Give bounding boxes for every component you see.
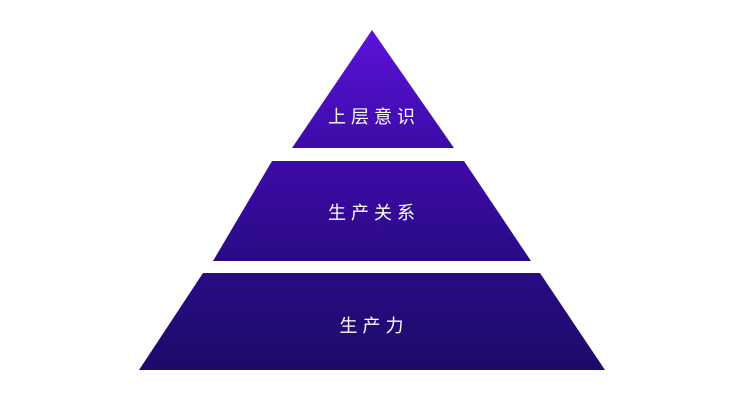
pyramid-label-middle: 生产关系 xyxy=(328,203,420,224)
pyramid-label-bottom: 生产力 xyxy=(339,316,409,337)
pyramid-label-top: 上层意识 xyxy=(328,107,420,128)
pyramid-level-bottom xyxy=(139,273,605,370)
pyramid-level-top xyxy=(292,30,454,148)
pyramid-level-middle xyxy=(213,161,531,261)
